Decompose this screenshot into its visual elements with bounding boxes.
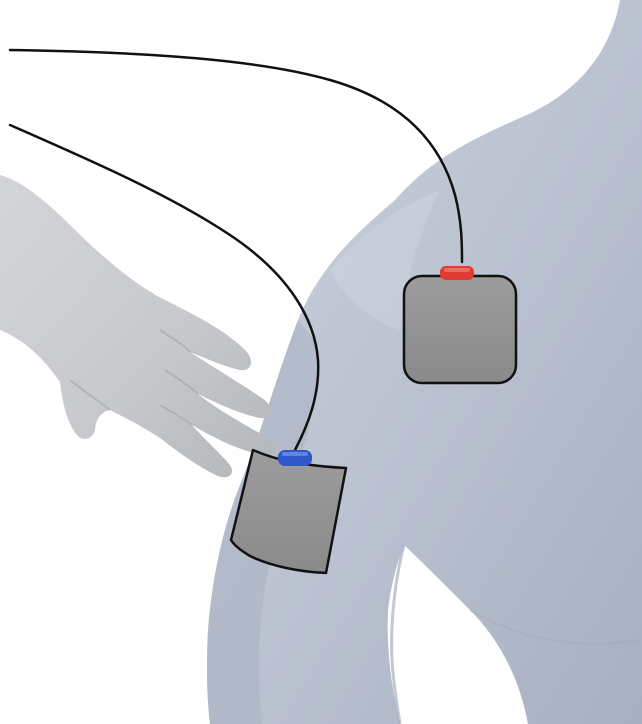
red-connector-icon (440, 266, 474, 280)
blue-connector-icon (278, 450, 312, 466)
hand-icon (0, 175, 275, 477)
upper-pad-body (404, 276, 516, 383)
lower-electrode-pad (231, 450, 346, 573)
upper-electrode-pad (404, 266, 516, 383)
hand-shape (0, 175, 275, 477)
lower-pad-body (231, 450, 346, 573)
